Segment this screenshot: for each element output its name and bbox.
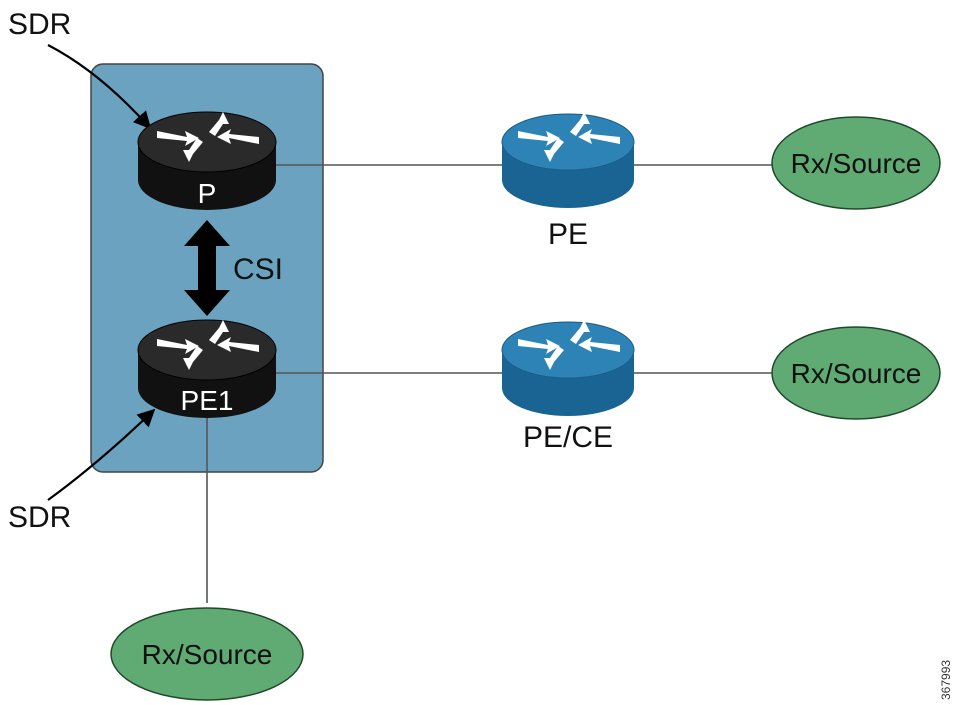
csi-label: CSI — [233, 253, 283, 286]
router-pe1-label: PE1 — [181, 385, 234, 416]
rx-source-bottom-label: Rx/Source — [142, 639, 273, 670]
router-pe1: PE1 — [137, 319, 277, 418]
sdr-bottom-arrow — [47, 408, 156, 501]
rx-source-bottom — [110, 607, 304, 701]
router-pe-label: PE — [548, 218, 588, 251]
figure-id: 367993 — [939, 660, 953, 700]
router-pe — [501, 112, 635, 208]
sdr-label-top: SDR — [8, 8, 71, 41]
sdr-label-bottom: SDR — [8, 501, 71, 534]
router-pe-ce-label: PE/CE — [523, 421, 613, 454]
rx-source-right-bottom-label: Rx/Source — [791, 358, 922, 389]
rx-source-right-top-label: Rx/Source — [791, 148, 922, 179]
rx-source-right-bottom — [771, 326, 941, 420]
router-pe-ce — [501, 320, 635, 416]
csi-double-arrow — [184, 220, 230, 316]
router-p: P — [137, 111, 277, 210]
router-p-label: P — [198, 178, 217, 209]
sdr-top-arrow — [47, 44, 152, 130]
rx-source-right-top — [771, 116, 941, 210]
